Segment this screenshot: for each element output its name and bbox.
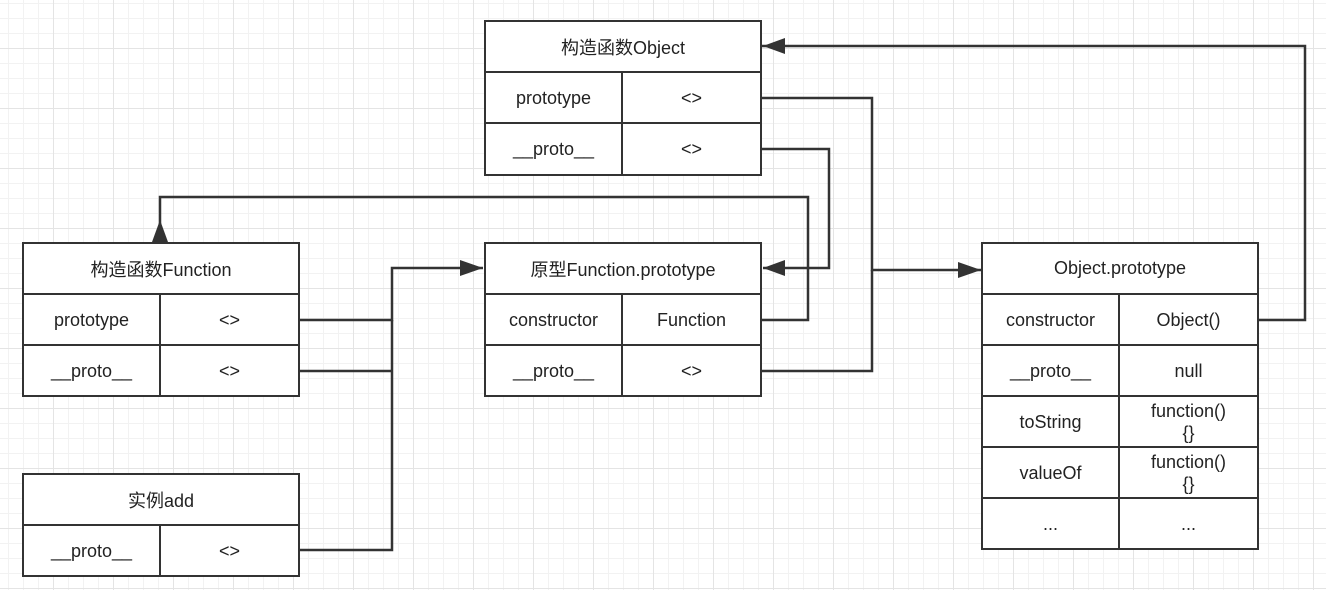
property-row: __proto__ <> xyxy=(486,124,760,174)
box-title: Object.prototype xyxy=(983,244,1257,295)
property-value: null xyxy=(1174,360,1203,381)
property-value: <> xyxy=(680,139,703,159)
property-key: prototype xyxy=(486,73,623,122)
arrowhead-function-prototype-from-left xyxy=(460,260,483,276)
property-row: constructor Object() xyxy=(983,295,1257,346)
property-value: function() {} xyxy=(1150,451,1227,494)
property-row: constructor Function xyxy=(486,295,760,346)
property-value: <> xyxy=(218,309,241,330)
function-constructor-box: 构造函数Function prototype <> __proto__ <> xyxy=(22,242,300,397)
function-prototype-box: 原型Function.prototype constructor Functio… xyxy=(484,242,762,397)
arrow-function-prototype-constructor-to-function xyxy=(158,195,810,322)
box-title: 原型Function.prototype xyxy=(486,244,760,295)
property-key: __proto__ xyxy=(24,346,161,396)
box-title: 构造函数Object xyxy=(486,22,760,73)
property-value: <> xyxy=(680,361,703,381)
property-key: __proto__ xyxy=(486,124,623,174)
arrow-object-prototype-to-object-prototype-box xyxy=(761,96,981,272)
property-row: __proto__ <> xyxy=(486,346,760,396)
arrowhead-function-ctor xyxy=(152,220,168,242)
arrowhead-function-prototype-from-object xyxy=(763,260,785,276)
property-value: Function xyxy=(656,309,727,330)
property-key: ... xyxy=(983,499,1120,549)
arrow-function-ctor-to-function-prototype xyxy=(300,266,483,322)
property-value: <> xyxy=(218,541,241,561)
arrowhead-object xyxy=(763,38,785,54)
object-constructor-box: 构造函数Object prototype <> __proto__ <> xyxy=(484,20,762,176)
property-value: ... xyxy=(1180,514,1196,534)
property-key: constructor xyxy=(983,295,1120,344)
property-value: <> xyxy=(680,87,703,108)
arrow-object-proto-to-function-prototype xyxy=(761,147,831,270)
property-row: prototype <> xyxy=(24,295,298,346)
property-value: function() {} xyxy=(1150,400,1227,443)
property-key: __proto__ xyxy=(24,526,161,576)
property-row: prototype <> xyxy=(486,73,760,124)
property-key: __proto__ xyxy=(983,346,1120,395)
property-key: __proto__ xyxy=(486,346,623,396)
object-prototype-box: Object.prototype constructor Object() __… xyxy=(981,242,1259,550)
box-title: 构造函数Function xyxy=(24,244,298,295)
connector-add-proto xyxy=(300,320,394,552)
property-row: __proto__ <> xyxy=(24,346,298,396)
property-row: __proto__ null xyxy=(983,346,1257,397)
arrow-object-prototype-constructor-to-object xyxy=(761,44,1307,322)
property-key: valueOf xyxy=(983,448,1120,497)
instance-add-box: 实例add __proto__ <> xyxy=(22,473,300,577)
property-row: __proto__ <> xyxy=(24,526,298,576)
property-key: constructor xyxy=(486,295,623,344)
property-key: prototype xyxy=(24,295,161,344)
connector-function-prototype-proto-to-object-prototype xyxy=(761,270,874,373)
arrowhead-object-prototype xyxy=(958,262,981,278)
property-key: toString xyxy=(983,397,1120,446)
property-value: Object() xyxy=(1156,309,1221,330)
property-value: <> xyxy=(218,361,241,381)
property-row: valueOf function() {} xyxy=(983,448,1257,499)
property-row: toString function() {} xyxy=(983,397,1257,448)
property-row: ... ... xyxy=(983,499,1257,549)
box-title: 实例add xyxy=(24,475,298,526)
